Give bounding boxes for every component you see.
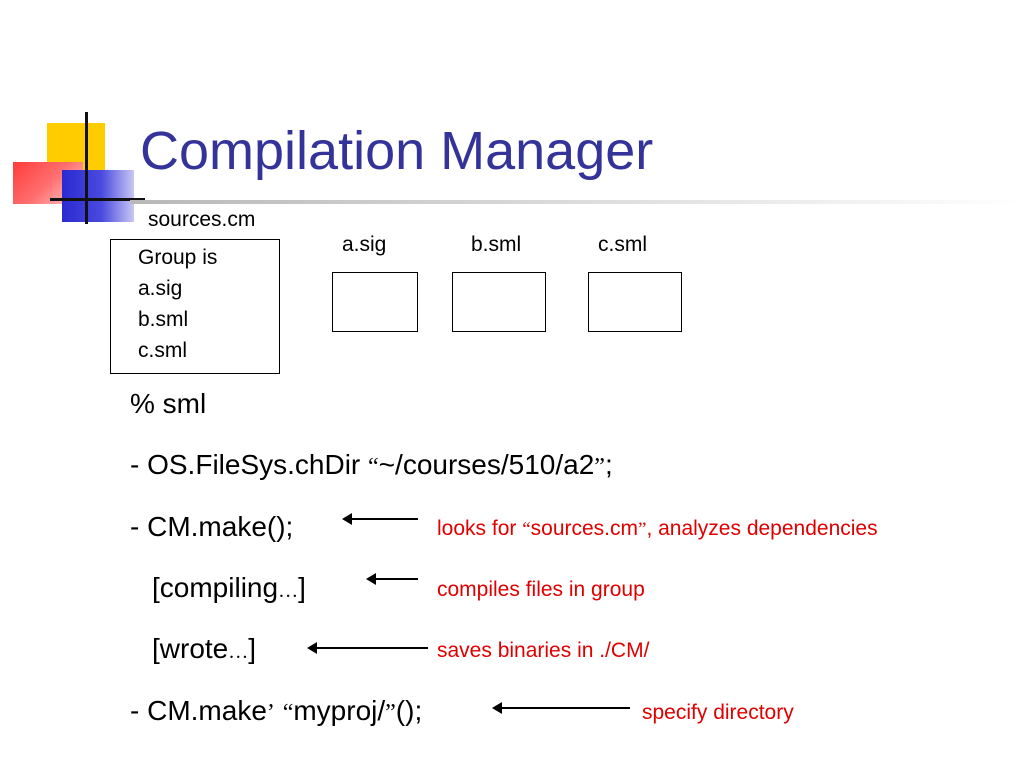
note-specify-directory: specify directory [642, 701, 794, 724]
cmd-text: [compiling [152, 572, 279, 603]
file-box-b-sml [452, 272, 546, 332]
logo-blue-block [62, 170, 134, 222]
close-quote: ” [594, 454, 605, 480]
cmd-line-sml: % sml [130, 388, 207, 419]
cmd-line-make: - CM.make(); [130, 511, 294, 542]
file-box-c-sml [588, 272, 682, 332]
note-text: looks for [437, 517, 523, 540]
cmd-path: myproj/ [293, 695, 386, 726]
logo-horizontal-line [50, 198, 145, 201]
cmd-path: ~/courses/510/a2 [378, 449, 595, 480]
arrow-left-icon [307, 641, 428, 655]
cmd-line-compiling: [compiling…] [152, 574, 306, 602]
close-quote: ” [638, 519, 647, 540]
arrow-left-icon [492, 701, 630, 715]
ellipsis: … [228, 641, 249, 663]
note-compiles: compiles files in group [437, 578, 645, 601]
arrow-left-icon [366, 572, 418, 586]
file-label-a-sig: a.sig [342, 233, 387, 256]
group-box-line: Group is [138, 246, 218, 269]
title-underline [130, 200, 1024, 204]
arrow-left-icon [342, 512, 418, 526]
cmd-text: - CM.make [130, 695, 267, 726]
ellipsis: … [278, 580, 299, 602]
file-label-c-sml: c.sml [598, 233, 647, 256]
open-quote: “ [522, 519, 531, 540]
apostrophe: ’ [266, 700, 275, 726]
note-saves-binaries: saves binaries in ./CM/ [437, 639, 650, 662]
group-box-line: b.sml [138, 308, 189, 331]
file-box-a-sig [332, 272, 418, 332]
note-text: sources.cm [530, 517, 638, 540]
cmd-line-wrote: [wrote…] [152, 635, 256, 663]
cmd-line-make-dir: - CM.make’ “myproj/”(); [130, 695, 423, 726]
group-box-line: a.sig [138, 277, 183, 300]
cmd-line-chdir: - OS.FileSys.chDir “~/courses/510/a2”; [130, 449, 613, 480]
group-box-line: c.sml [138, 339, 187, 362]
cmd-text: ; [604, 449, 613, 480]
cmd-text: (); [395, 695, 423, 726]
sources-cm-label: sources.cm [148, 208, 256, 231]
file-label-b-sml: b.sml [471, 233, 522, 256]
cmd-text: ] [248, 633, 257, 664]
cmd-text: [wrote [152, 633, 229, 664]
group-box: Group is a.sig b.sml c.sml [110, 239, 280, 374]
cmd-text: - OS.FileSys.chDir [130, 449, 369, 480]
cmd-text: ] [298, 572, 306, 603]
close-quote: ” [385, 700, 396, 726]
open-quote: “ [368, 454, 379, 480]
slide-title: Compilation Manager [140, 121, 654, 181]
note-looks-for: looks for “sources.cm”, analyzes depende… [437, 518, 878, 539]
note-text: , analyzes dependencies [646, 517, 878, 540]
open-quote: “ [282, 700, 294, 726]
logo-vertical-line [85, 112, 88, 224]
